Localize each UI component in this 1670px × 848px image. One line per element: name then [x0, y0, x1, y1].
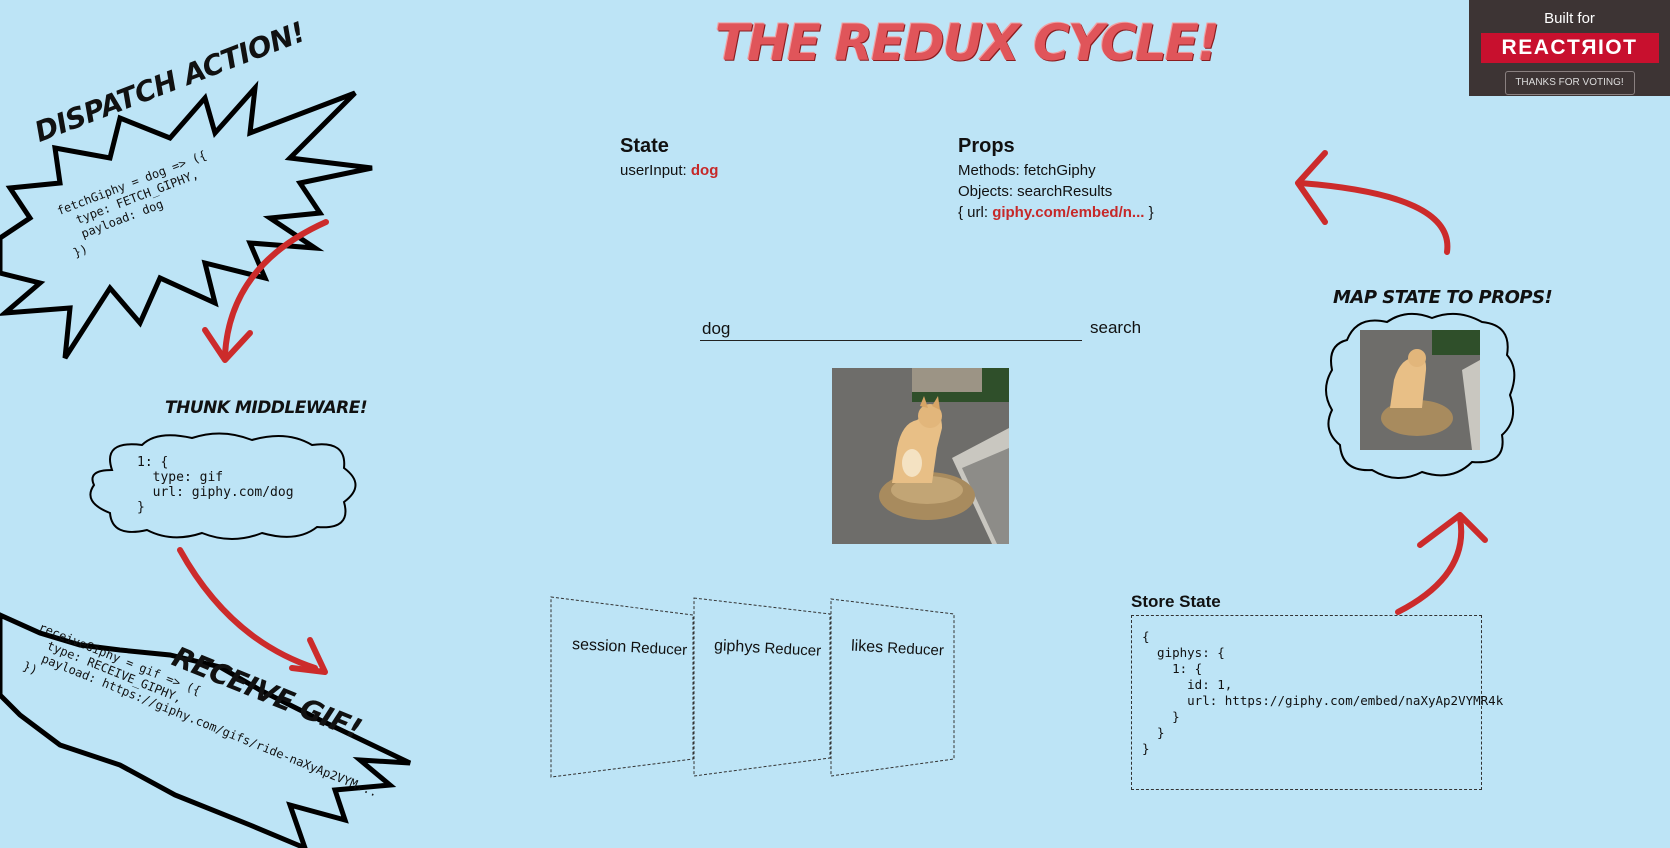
arrow-map-to-props-head	[1295, 150, 1328, 225]
reducer-session-suffix: Reducer	[630, 639, 688, 660]
props-methods: Methods: fetchGiphy	[958, 162, 1096, 179]
search-button[interactable]: search	[1090, 318, 1142, 337]
reducer-session-name: session	[571, 635, 627, 656]
store-state-title: Store State	[1131, 592, 1221, 611]
store-state-code: { giphys: { 1: { id: 1, url: https://gip…	[1142, 629, 1504, 756]
reducer-giphys-name: giphys	[713, 637, 761, 657]
thunk-title: THUNK MIDDLEWARE!	[165, 398, 368, 418]
thunk-cloud	[89, 432, 357, 540]
map-state-title: MAP STATE TO PROPS!	[1333, 287, 1553, 308]
thunk-code: 1: { type: gif url: giphy.com/dog }	[137, 455, 294, 515]
arrow-store-to-map-head	[1417, 512, 1488, 548]
page-title: THE REDUX CYCLE!	[715, 14, 1220, 72]
dispatch-burst	[0, 80, 373, 360]
store-state-box: { giphys: { 1: { id: 1, url: https://gip…	[1131, 615, 1504, 790]
reactriot-badge[interactable]: Built for REACTЯIOT THANKS FOR VOTING!	[1469, 0, 1670, 96]
receive-burst	[0, 612, 412, 848]
state-panel: State userInput: dog	[620, 135, 718, 179]
arrow-map-to-props	[1297, 180, 1451, 255]
reducer-giphys-suffix: Reducer	[764, 639, 822, 660]
badge-built-for: Built for	[1544, 10, 1595, 27]
dog-on-tortoise-gif	[832, 368, 1009, 544]
reducer-likes-suffix: Reducer	[886, 639, 945, 660]
map-state-cloud	[1325, 312, 1516, 479]
props-heading: Props	[958, 135, 1015, 157]
search-input[interactable]	[700, 318, 1082, 341]
props-objects: Objects: searchResults	[958, 183, 1113, 200]
props-url-close: }	[1148, 204, 1154, 221]
badge-brand-logo: REACTЯIOT	[1480, 33, 1659, 63]
state-value: dog	[690, 162, 719, 179]
reducer-likes-name: likes	[850, 637, 884, 657]
props-url-value: giphy.com/embed/n...	[992, 204, 1145, 221]
state-label: userInput:	[620, 162, 687, 179]
arrow-store-to-map	[1395, 515, 1465, 615]
reducers-panels	[550, 596, 955, 778]
thanks-for-voting-button[interactable]: THANKS FOR VOTING!	[1504, 71, 1635, 95]
props-panel: Props Methods: fetchGiphy Objects: searc…	[958, 135, 1154, 221]
state-heading: State	[620, 135, 669, 157]
props-url-open: { url:	[958, 204, 989, 221]
